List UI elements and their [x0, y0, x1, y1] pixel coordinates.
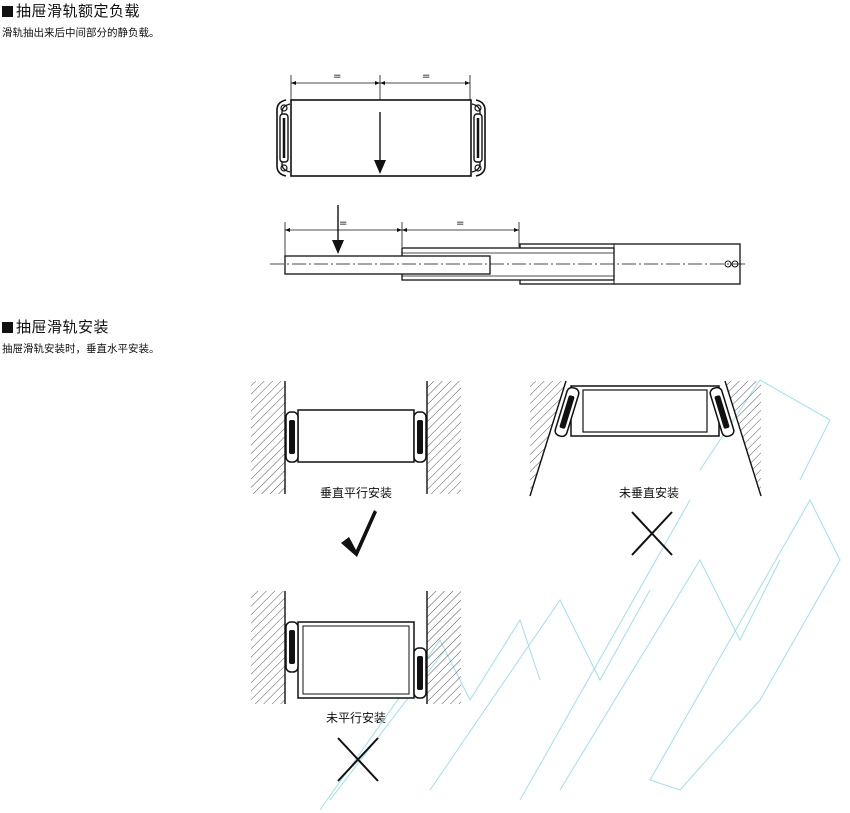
section-title-text: 抽屉滑轨额定负载 — [16, 2, 141, 20]
section-description-rated-load: 滑轨抽出来后中间部分的静负载。 — [2, 27, 160, 39]
caption-vertical-parallel: 垂直平行安装 — [319, 486, 393, 500]
caption-not-parallel: 未平行安装 — [325, 711, 387, 725]
cross-icon — [631, 511, 673, 556]
rated-load-front-view: = = — [275, 71, 487, 178]
checkmark-icon — [341, 510, 377, 557]
section-title-installation: 抽屉滑轨安装 — [2, 318, 109, 336]
dimension-equal-mark: = — [339, 218, 347, 229]
square-bullet-icon — [2, 6, 13, 17]
square-bullet-icon — [2, 322, 13, 333]
dimension-equal-mark: = — [422, 71, 430, 82]
install-not-vertical-diagram — [529, 380, 762, 497]
install-correct-diagram — [251, 381, 461, 494]
section-description-installation: 抽屉滑轨安装时，垂直水平安装。 — [2, 343, 160, 355]
section-title-text: 抽屉滑轨安装 — [16, 318, 110, 336]
cross-icon — [337, 737, 379, 782]
dimension-equal-mark: = — [333, 71, 341, 82]
rated-load-side-view: = = — [270, 205, 745, 285]
caption-not-vertical: 未垂直安装 — [618, 486, 680, 500]
section-title-rated-load: 抽屉滑轨额定负载 — [2, 2, 140, 20]
install-not-parallel-diagram — [251, 591, 461, 704]
dimension-equal-mark: = — [456, 218, 464, 229]
